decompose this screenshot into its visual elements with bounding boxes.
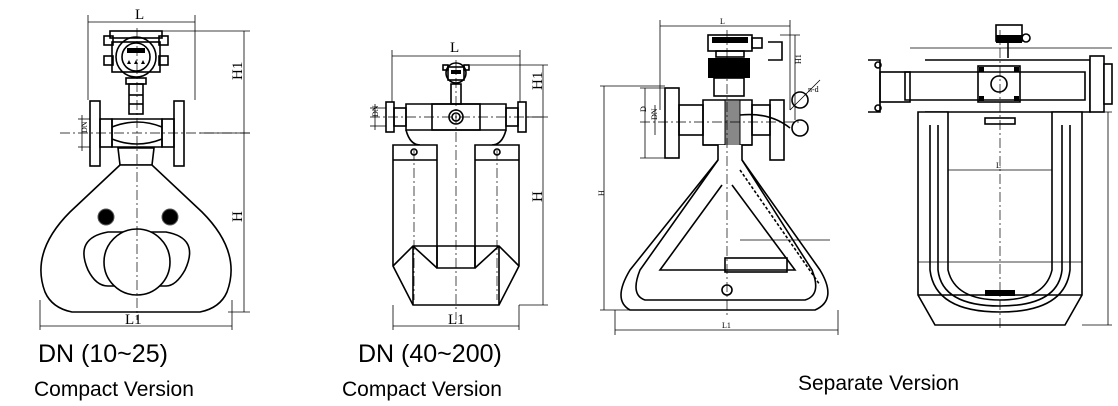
dim-h1-label: H1 xyxy=(530,72,546,90)
dim-h-label: H xyxy=(230,211,246,222)
compact-view-small: L DN xyxy=(39,7,250,330)
dim-dn-label: DN xyxy=(650,108,659,120)
dim-d-label: D xyxy=(639,106,648,112)
separate-view-front: L n-d D DN xyxy=(597,17,839,335)
dim-nd-label: n-d xyxy=(808,85,819,94)
caption-version-compact-large: Compact Version xyxy=(342,378,502,401)
dim-h1-label: H1 xyxy=(230,62,246,80)
dim-h-label: H xyxy=(530,191,546,202)
dim-l-label: L xyxy=(450,40,459,56)
dim-h-label: H xyxy=(597,190,606,196)
separate-view-side: L xyxy=(868,24,1113,330)
dim-dn-label: DN xyxy=(80,121,89,133)
dim-l1-label: L1 xyxy=(448,312,465,328)
caption-version-compact-small: Compact Version xyxy=(34,378,194,401)
caption-version-separate: Separate Version xyxy=(798,372,960,395)
dim-l1-label: L1 xyxy=(722,321,731,330)
caption-size-compact-small: DN (10~25) xyxy=(38,340,168,368)
dim-mid-label: L xyxy=(996,161,1001,170)
dim-l-label: L xyxy=(720,17,725,26)
dim-l-label: L xyxy=(135,7,144,23)
caption-size-compact-large: DN (40~200) xyxy=(358,340,502,368)
dim-l1-label: L1 xyxy=(125,312,142,328)
dim-dn-label: DN xyxy=(371,105,380,117)
dim-h1-label: H1 xyxy=(794,54,803,64)
compact-view-large: L DN xyxy=(370,40,548,330)
